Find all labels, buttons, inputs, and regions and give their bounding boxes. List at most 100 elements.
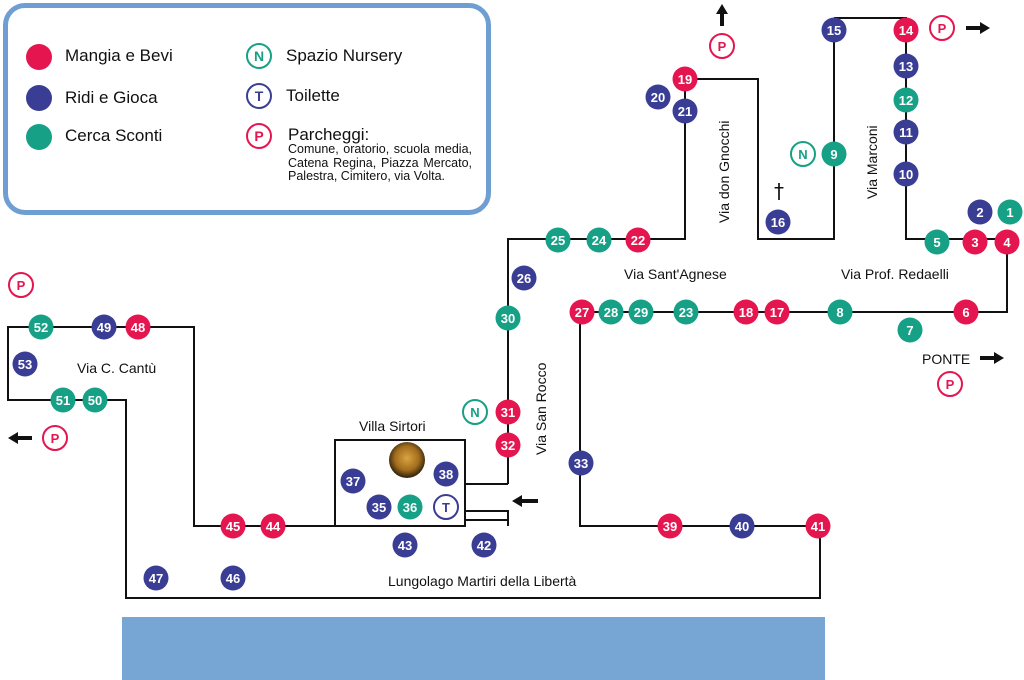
stop-22: 22 [625,227,651,253]
stop-number: 39 [663,519,677,534]
stop-36: 36 [397,494,423,520]
street-redaelli: Via Prof. Redaelli [841,266,949,282]
stop-number: 50 [88,393,102,408]
stop-number: 51 [56,393,70,408]
stop-marker [495,432,521,458]
stop-marker [729,513,755,539]
stop-marker [805,513,831,539]
legend-gioca-label: Ridi e Gioca [65,88,158,107]
stop-number: 42 [477,538,491,553]
stop-38: 38 [433,461,459,487]
stop-marker [893,53,919,79]
stop-marker [657,513,683,539]
stop-1: 1 [997,199,1023,225]
stop-number: 31 [501,405,515,420]
villa-sirtori-emblem-icon [389,442,425,478]
stop-marker [893,161,919,187]
stop-30: 30 [495,305,521,331]
stop-40: 40 [729,513,755,539]
stop-7: 7 [897,317,923,343]
stop-number: 29 [634,305,648,320]
legend-nursery-label: Spazio Nursery [286,46,403,65]
street-marconi: Via Marconi [864,125,880,199]
nursery-icon: N [790,141,816,167]
stop-23: 23 [673,299,699,325]
stop-number: 44 [266,519,281,534]
stop-47: 47 [143,565,169,591]
stop-number: 11 [899,125,913,140]
stop-number: 30 [501,311,515,326]
stop-marker [143,565,169,591]
stop-marker [471,532,497,558]
stop-43: 43 [392,532,418,558]
street-cantu: Via C. Cantù [77,360,157,376]
stop-marker [125,314,151,340]
stop-number: 46 [226,571,240,586]
stop-number: 48 [131,320,145,335]
stop-marker [511,265,537,291]
stop-marker [50,387,76,413]
legend-parking-label: Parcheggi: [288,125,370,144]
stop-28: 28 [598,299,624,325]
stop-16: 16 [765,209,791,235]
stop-marker [924,229,950,255]
stop-31: 31 [495,399,521,425]
stop-marker [821,17,847,43]
stop-46: 46 [220,565,246,591]
stop-number: 26 [517,271,531,286]
stop-49: 49 [91,314,117,340]
stop-number: 7 [906,323,913,338]
stop-number: 16 [771,215,785,230]
stop-number: 32 [501,438,515,453]
stop-number: 45 [226,519,240,534]
stop-marker [392,532,418,558]
stop-27: 27 [569,299,595,325]
stop-50: 50 [82,387,108,413]
stop-marker [997,199,1023,225]
stop-number: 5 [933,235,940,250]
stop-29: 29 [628,299,654,325]
stop-marker [953,299,979,325]
legend-toilet-label: Toilette [286,86,340,105]
stop-42: 42 [471,532,497,558]
stop-45: 45 [220,513,246,539]
stop-marker [893,119,919,145]
villa-sirtori-label: Villa Sirtori [359,418,426,434]
stop-51: 51 [50,387,76,413]
svg-text:P: P [718,39,727,54]
svg-text:P: P [938,21,947,36]
stop-number: 9 [830,147,837,162]
stop-18: 18 [733,299,759,325]
arrow-up-icon [716,4,728,26]
stop-number: 52 [34,320,48,335]
church-icon: † [774,179,784,203]
stop-number: 20 [651,90,665,105]
stop-number: 41 [811,519,825,534]
stop-24: 24 [586,227,612,253]
stop-marker [962,229,988,255]
stop-number: 27 [575,305,589,320]
stop-26: 26 [511,265,537,291]
stop-3: 3 [962,229,988,255]
stop-44: 44 [260,513,286,539]
stop-20: 20 [645,84,671,110]
stop-marker [764,299,790,325]
stop-number: 8 [836,305,843,320]
stop-marker [366,494,392,520]
svg-text:P: P [946,377,955,392]
svg-text:P: P [17,278,26,293]
stop-number: 24 [592,233,607,248]
stop-marker [340,468,366,494]
stop-6: 6 [953,299,979,325]
stop-marker [569,299,595,325]
stop-number: 4 [1003,235,1011,250]
legend-sconti-label: Cerca Sconti [65,126,163,145]
stop-19: 19 [672,66,698,92]
stop-13: 13 [893,53,919,79]
stop-number: 49 [97,320,111,335]
stop-17: 17 [764,299,790,325]
stop-number: 47 [149,571,163,586]
stop-marker [893,17,919,43]
stop-number: 53 [18,357,32,372]
parking-icon: P [8,272,34,298]
